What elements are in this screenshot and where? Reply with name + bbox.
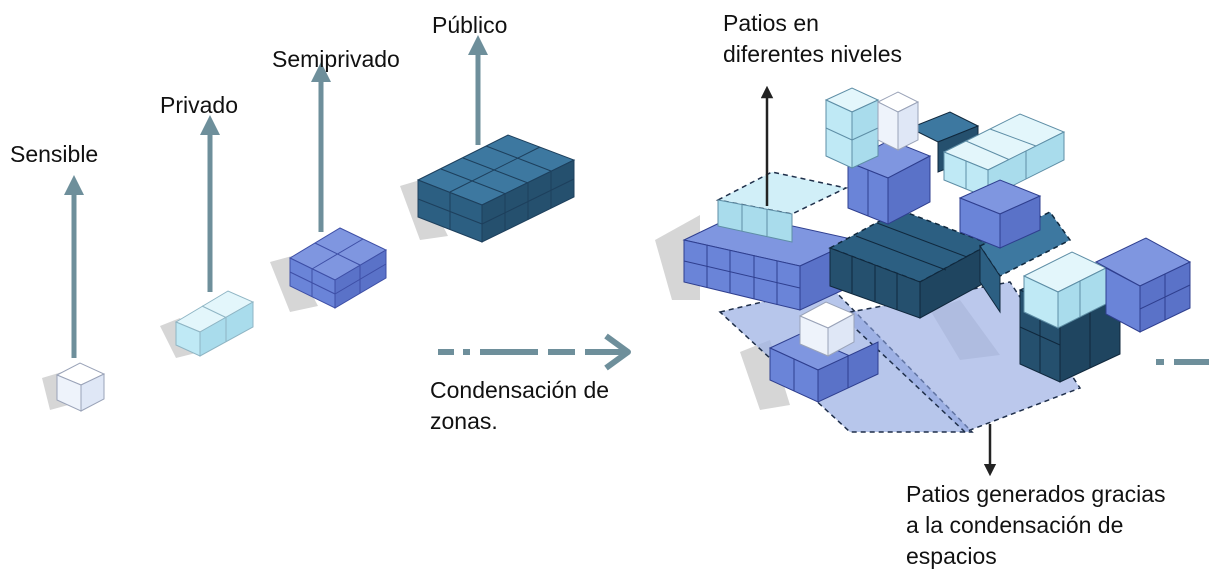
label-transition: Condensación de zonas.	[430, 375, 609, 437]
label-patios-generados-line2: a la condensación de	[906, 512, 1124, 538]
label-patios-generados-line3: espacios	[906, 543, 997, 569]
label-privado: Privado	[160, 92, 238, 118]
semiprivado-block	[270, 227, 388, 312]
label-patios-niveles: Patios en diferentes niveles	[723, 8, 902, 70]
label-semiprivado: Semiprivado	[272, 46, 400, 72]
privado-block	[160, 290, 255, 358]
publico-block	[400, 134, 576, 243]
label-transition-line1: Condensación de	[430, 377, 610, 403]
condensed-composition	[655, 87, 1192, 433]
label-publico: Público	[432, 12, 508, 38]
label-sensible: Sensible	[10, 141, 99, 167]
label-patios-generados: Patios generados gracias a la condensaci…	[906, 479, 1166, 572]
sensible-block	[42, 362, 106, 412]
label-transition-line2: zonas.	[430, 408, 498, 434]
label-patios-niveles-line2: diferentes niveles	[723, 41, 902, 67]
transition-arrow	[438, 333, 631, 371]
label-patios-niveles-line1: Patios en	[723, 10, 819, 36]
label-patios-generados-line1: Patios generados gracias	[906, 481, 1166, 507]
